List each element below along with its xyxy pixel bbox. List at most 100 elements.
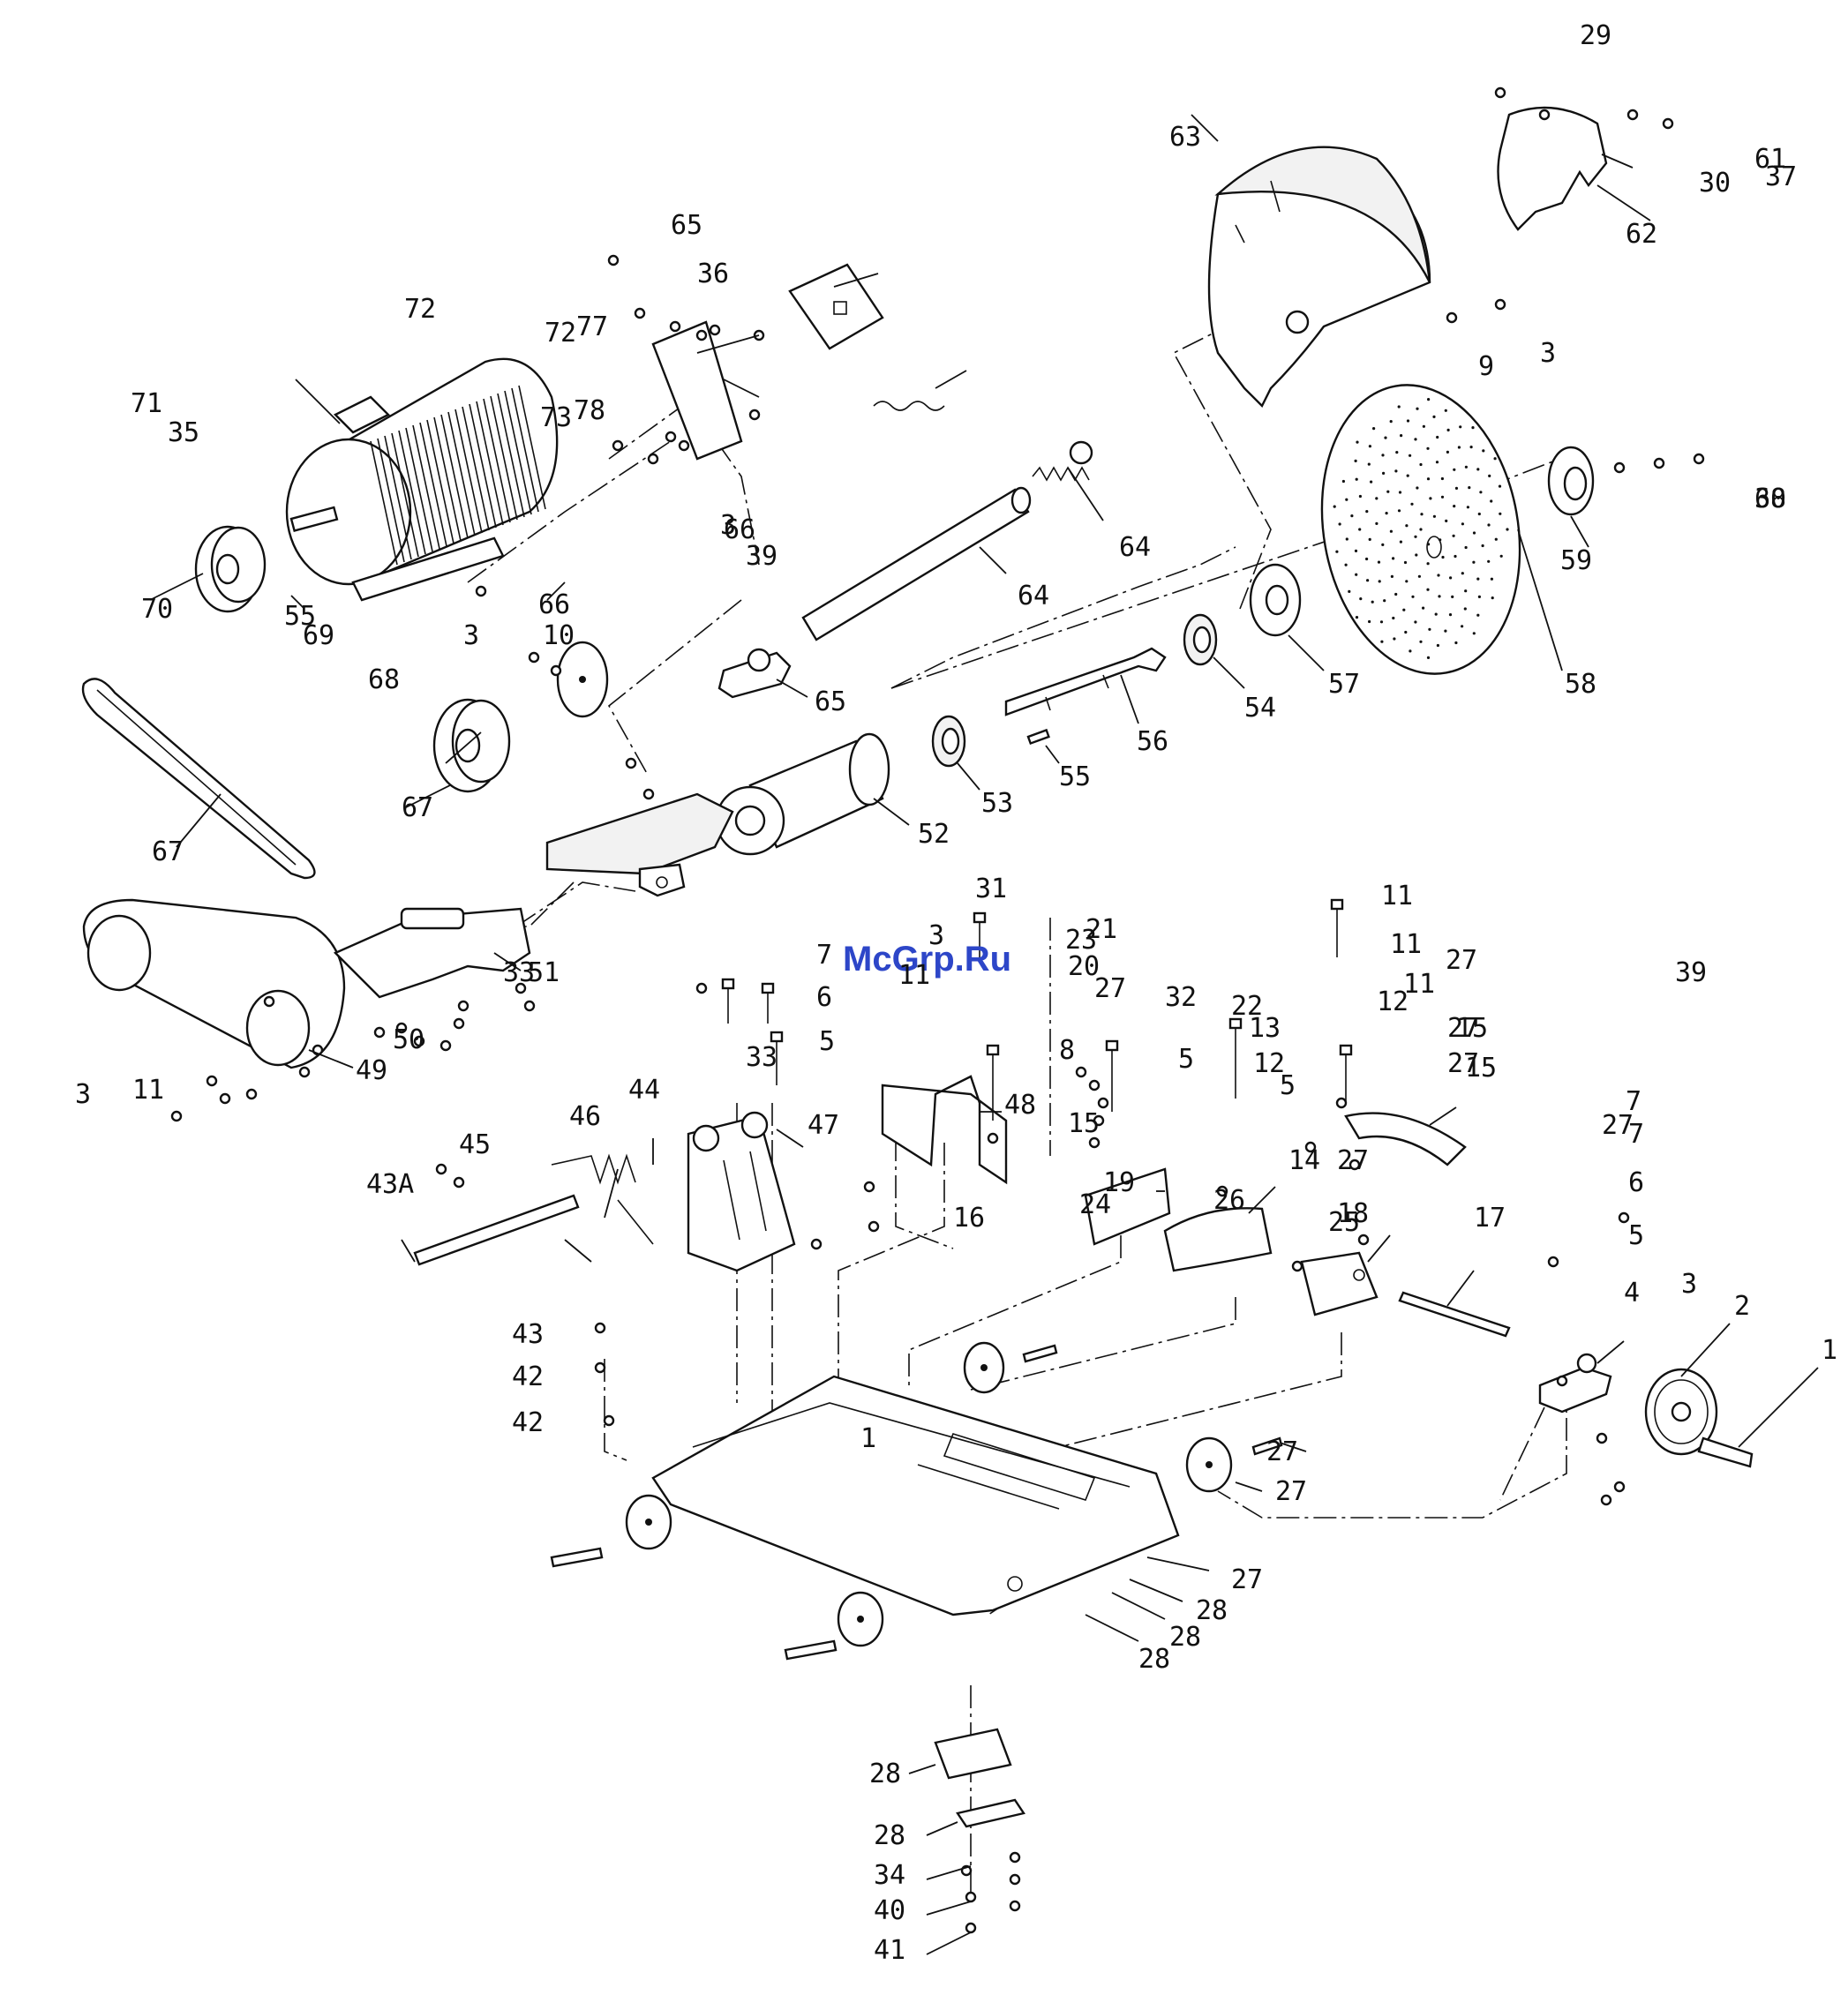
fastener	[1357, 1234, 1370, 1246]
bolt-head	[761, 982, 775, 994]
blade-texture-dot	[1490, 499, 1493, 503]
wheel-20	[1185, 1436, 1233, 1493]
part-label: 29	[1580, 20, 1611, 51]
blade-texture-dot	[1461, 625, 1464, 628]
part-label: 66	[538, 589, 570, 620]
blade-texture-dot	[1384, 436, 1387, 439]
blade-texture-dot	[1446, 450, 1449, 454]
spindle-44	[1004, 647, 1167, 716]
blade-texture-dot	[1441, 555, 1445, 559]
part-label: 78	[574, 395, 605, 426]
motor-fin	[384, 435, 412, 560]
motor-fin	[483, 398, 511, 523]
part-label: 37	[1765, 161, 1797, 192]
blade-texture-dot	[1365, 510, 1369, 514]
blade-texture-dot	[1333, 505, 1336, 508]
watermark: McGrp.Ru	[843, 940, 1011, 979]
pivot-bracket-36	[687, 1111, 796, 1272]
blade-texture-dot	[1345, 498, 1348, 501]
part-label: 10	[543, 620, 575, 651]
blade-texture-dot	[1452, 534, 1455, 537]
motor-fin	[377, 438, 405, 563]
part-label: 28	[869, 1759, 901, 1789]
part-label: 52	[918, 819, 950, 850]
blade-texture-dot	[1348, 589, 1351, 594]
blade-texture-dot	[1414, 535, 1417, 538]
blade-texture-dot	[1432, 514, 1436, 518]
part-label: 73	[540, 402, 572, 433]
part-label: 27	[1275, 1476, 1307, 1507]
motor-fin	[511, 387, 539, 513]
part-label: 20	[1068, 951, 1100, 982]
part-label: 15	[1068, 1108, 1100, 1139]
fastener	[678, 439, 690, 452]
blade-texture-dot	[1434, 612, 1438, 616]
motor-fin	[490, 395, 518, 521]
blade-texture-dot	[1404, 630, 1408, 634]
blade-texture-dot	[1493, 457, 1497, 461]
blade-texture-dot	[1410, 502, 1414, 506]
fastener	[515, 982, 527, 994]
blade-texture-dot	[1389, 420, 1393, 424]
fastener	[1662, 117, 1674, 130]
bolt-head	[770, 1031, 784, 1043]
fastener	[1653, 457, 1665, 469]
blade-texture-dot	[1429, 497, 1432, 500]
fastener	[435, 1163, 447, 1175]
part-label: 49	[356, 1055, 387, 1086]
blade-texture-dot	[1393, 637, 1396, 641]
motor-fin	[391, 432, 419, 558]
blade-texture-dot	[1372, 427, 1376, 431]
part-label: 3	[928, 920, 944, 951]
blade-texture-dot	[1355, 616, 1359, 619]
part-label: 70	[141, 594, 173, 625]
fastener	[1600, 1494, 1612, 1506]
fastener	[594, 1361, 606, 1374]
blade-texture-dot	[1436, 435, 1439, 439]
blade-texture-dot	[1354, 549, 1358, 553]
fastener	[647, 453, 659, 465]
key-43	[1026, 728, 1050, 746]
blade-texture-dot	[1471, 426, 1475, 430]
part-label: 2	[1734, 1291, 1750, 1322]
blade-texture-dot	[1397, 405, 1401, 409]
blade-texture-dot	[1359, 597, 1363, 601]
blade-texture-dot	[1385, 512, 1388, 515]
part-label: 38	[1754, 484, 1786, 514]
blade-texture-dot	[1446, 428, 1450, 431]
blade-texture-dot	[1368, 619, 1371, 624]
part-label: 63	[1169, 122, 1201, 153]
blade-texture-dot	[1482, 449, 1485, 453]
part-label: 67	[402, 792, 433, 823]
part-label: 66	[724, 514, 755, 545]
part-label: 1	[1822, 1335, 1837, 1366]
part-label: 54	[1244, 693, 1276, 724]
fastener	[1304, 1141, 1317, 1153]
blade-abrasive-texture	[1333, 398, 1509, 660]
part-label: 41	[874, 1935, 905, 1966]
blade-texture-dot	[1406, 419, 1410, 423]
part-label: 3	[1681, 1269, 1697, 1300]
part-label: 27	[1266, 1436, 1298, 1467]
blade-texture-dot	[1354, 459, 1357, 463]
blade-texture-dot	[1451, 595, 1454, 599]
blade-texture-dot	[1477, 512, 1481, 516]
part-label: 40	[874, 1895, 905, 1926]
part-label: 23	[1065, 925, 1097, 956]
motor-fin	[476, 401, 504, 526]
part-label: 39	[746, 541, 778, 572]
blade-texture-dot	[1487, 559, 1491, 563]
blade-texture-dot	[1417, 574, 1421, 578]
fastener	[709, 324, 721, 336]
fastener	[170, 1110, 183, 1122]
blade-texture-dot	[1405, 524, 1409, 528]
part-label: 27	[1337, 1145, 1369, 1176]
wheel-rear	[963, 1341, 1005, 1394]
part-label: 33	[746, 1042, 778, 1073]
handle-spring-52	[1032, 440, 1093, 482]
fastener	[695, 982, 708, 994]
blade-texture-dot	[1427, 543, 1431, 546]
fastener	[1009, 1851, 1021, 1864]
part-label: 62	[1626, 219, 1657, 250]
fastener	[965, 1891, 977, 1903]
